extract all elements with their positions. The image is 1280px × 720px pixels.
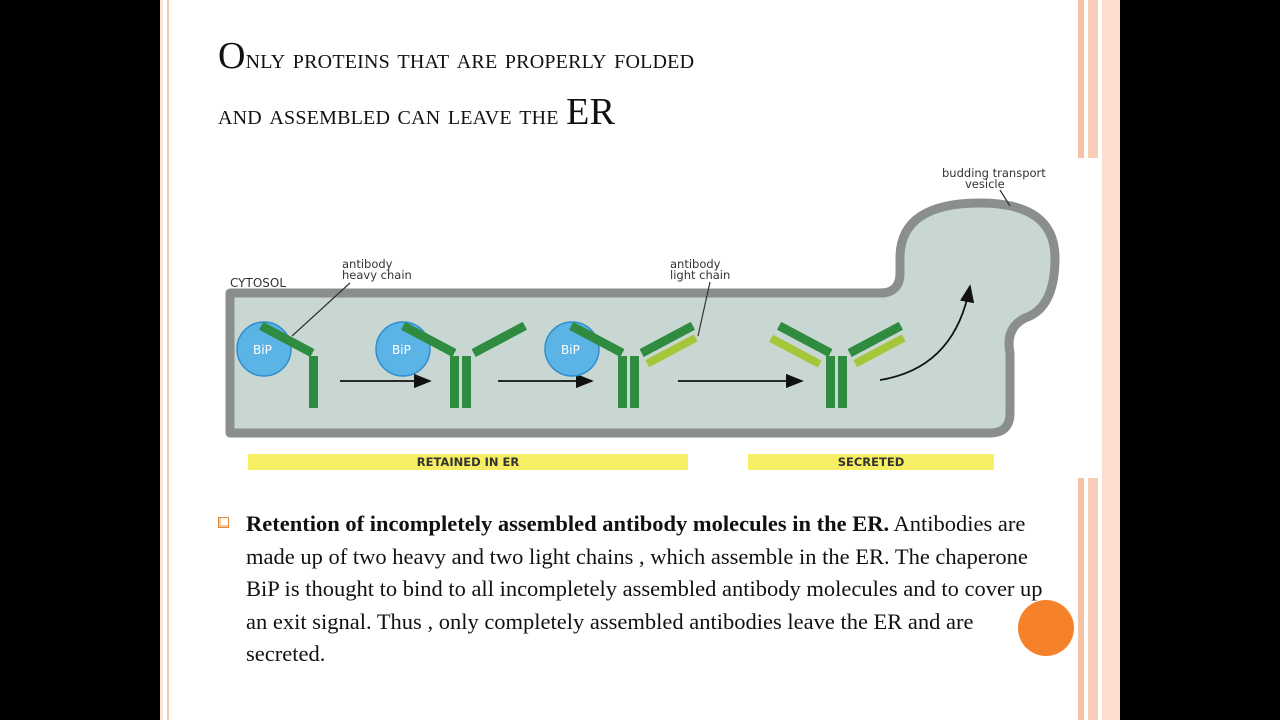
bullet-item: Retention of incompletely assembled anti… [218, 508, 1058, 671]
label-budding-1: budding transport [942, 166, 1046, 180]
title-er: ER [566, 91, 616, 133]
stage-3-bip-partial-antibody: BiP [544, 321, 698, 408]
heavy-stem-2a [450, 356, 459, 408]
label-cytosol: CYTOSOL [230, 276, 286, 290]
label-heavy-2: heavy chain [342, 268, 412, 282]
stage-1-bip-heavy: BiP [236, 321, 318, 408]
label-heavy-1: antibody [342, 257, 393, 271]
heavy-stem-2b [462, 356, 471, 408]
heavy-arm-2a [401, 321, 457, 358]
left-decor-stripe [160, 0, 163, 720]
heavy-stem-4a [826, 356, 835, 408]
retained-bar [248, 454, 688, 470]
label-secreted: SECRETED [838, 455, 905, 469]
label-budding-2: vesicle [965, 177, 1005, 191]
heavy-stem-4b [838, 356, 847, 408]
slide: Only proteins that are properly folded a… [160, 0, 1120, 720]
heavy-stem-1 [309, 356, 318, 408]
presenter-pointer-dot [1018, 600, 1074, 656]
heavy-pointer-line [291, 282, 351, 337]
heavy-arm-4b [847, 321, 903, 358]
heavy-stem-3b [630, 356, 639, 408]
light-chain-3 [645, 334, 698, 368]
light-pointer-line [697, 281, 711, 337]
bullet-square-icon [218, 517, 229, 528]
heavy-arm-4a [777, 321, 833, 358]
er-antibody-diagram: budding transport vesicle antibody heavy… [220, 158, 1100, 478]
bullet-body-text: Antibodies are made up of two heavy and … [246, 511, 1043, 666]
bullet-paragraph: Retention of incompletely assembled anti… [246, 508, 1058, 671]
heavy-arm-2b [471, 321, 527, 358]
light-chain-4a [769, 334, 822, 368]
title-cap-letter: O [218, 35, 246, 77]
budding-pointer-line [999, 189, 1011, 207]
bip-label-1: BiP [253, 343, 272, 357]
heavy-arm-1 [259, 321, 315, 358]
slide-title: Only proteins that are properly folded a… [218, 30, 1038, 142]
secreted-bar [748, 454, 994, 470]
heavy-arm-3b [639, 321, 695, 358]
stage-4-complete-antibody [769, 321, 906, 408]
bullet-bold-text: Retention of incompletely assembled anti… [246, 511, 890, 536]
bip-label-3: BiP [561, 343, 580, 357]
bip-label-2: BiP [392, 343, 411, 357]
title-line-2: and assembled can leave the [218, 99, 567, 131]
label-light-1: antibody [670, 257, 721, 271]
light-chain-4b [853, 334, 906, 368]
label-retained: RETAINED IN ER [417, 455, 520, 469]
right-decor-stripe-3 [1102, 0, 1120, 720]
heavy-arm-3a [569, 321, 625, 358]
left-decor-stripe-2 [167, 0, 169, 720]
label-light-2: light chain [670, 268, 730, 282]
stage-2-bip-heavy-dimer: BiP [375, 321, 527, 408]
title-line-1: nly proteins that are properly folded [245, 43, 695, 75]
curved-export-arrow [879, 284, 975, 381]
heavy-stem-3a [618, 356, 627, 408]
er-lumen [225, 198, 1060, 438]
